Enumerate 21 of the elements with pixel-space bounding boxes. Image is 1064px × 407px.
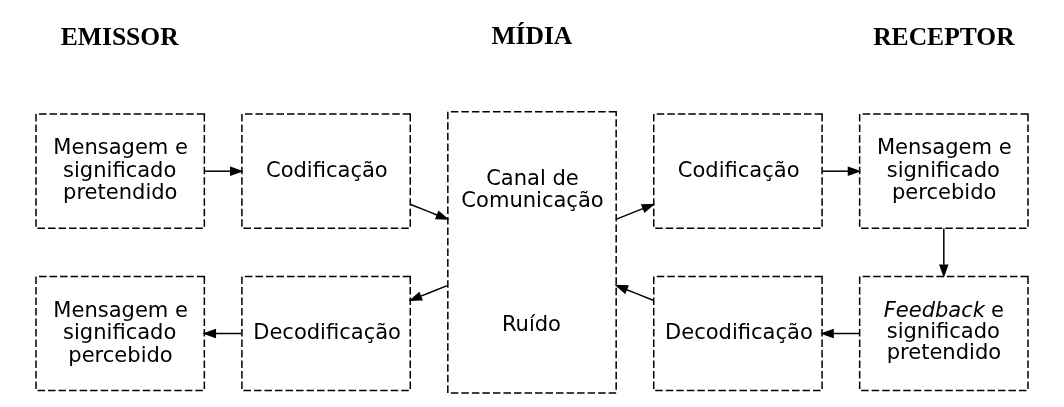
- arrow: [820, 328, 860, 339]
- arrow: [409, 203, 450, 220]
- label: EMISSOR: [60, 22, 179, 52]
- arrow: [939, 227, 949, 279]
- node-box: Codificação: [241, 113, 411, 230]
- node-box: Codificação: [653, 113, 823, 230]
- node-box: Decodificação: [241, 275, 411, 392]
- node-box: Mensagem e significado percebido: [858, 113, 1029, 230]
- arrow: [821, 166, 862, 176]
- label: RECEPTOR: [873, 22, 1015, 52]
- node-box: Decodificação: [653, 275, 823, 392]
- arrow: [204, 166, 244, 176]
- node-box: Canal de Comunicação Ruído: [447, 111, 617, 394]
- arrow: [202, 328, 243, 339]
- node-box: Feedback e significado pretendido: [858, 275, 1029, 392]
- arrow: [615, 203, 656, 220]
- arrow: [614, 284, 654, 301]
- arrow: [408, 284, 448, 302]
- node-box: Mensagem e significado percebido: [35, 275, 206, 392]
- label: MÍDIA: [491, 20, 573, 50]
- node-box: Mensagem e significado pretendido: [35, 113, 206, 230]
